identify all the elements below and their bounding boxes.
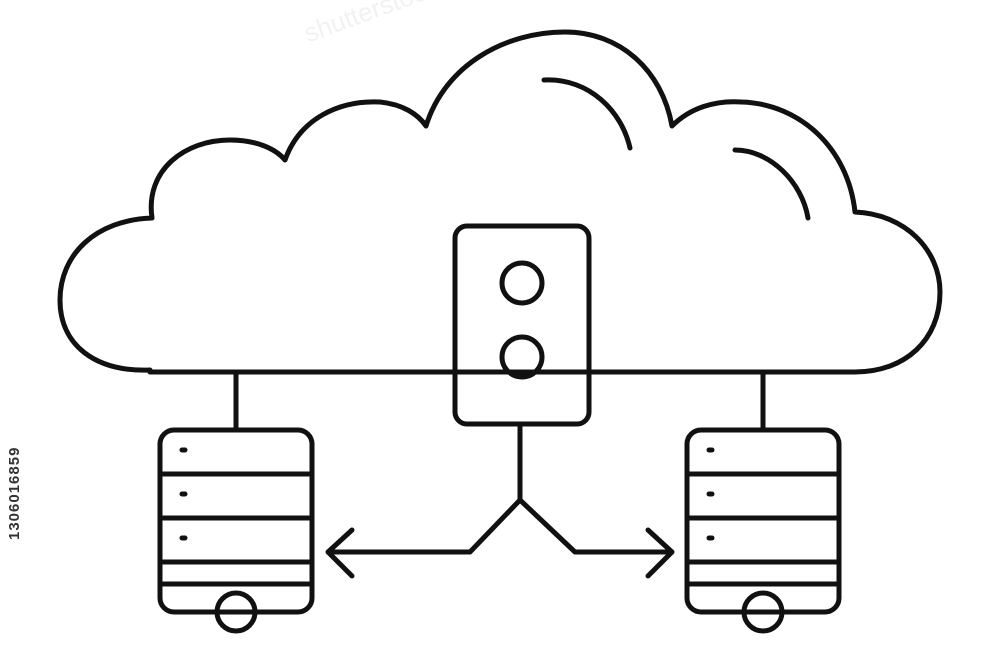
server-base-disk-icon xyxy=(214,590,258,634)
arrow-right-head-icon xyxy=(645,527,675,579)
arrow-left-head-icon xyxy=(325,527,355,579)
cloud-highlight-arc-upper xyxy=(541,77,633,151)
device-icon xyxy=(452,223,592,427)
server-rack-icon xyxy=(684,427,842,615)
cloud-icon xyxy=(57,29,943,375)
server-rack-icon xyxy=(157,427,315,615)
stock-id-watermark: 1306016859 xyxy=(6,446,23,540)
device-branch-connector xyxy=(327,423,671,555)
server-rack-left xyxy=(157,427,315,634)
server-rack-right xyxy=(684,427,842,634)
device-indicator-top xyxy=(499,260,545,306)
cloud-highlight-arc-right xyxy=(732,147,811,221)
device-indicator-bottom xyxy=(499,334,545,380)
server-base-disk-icon xyxy=(741,590,785,634)
